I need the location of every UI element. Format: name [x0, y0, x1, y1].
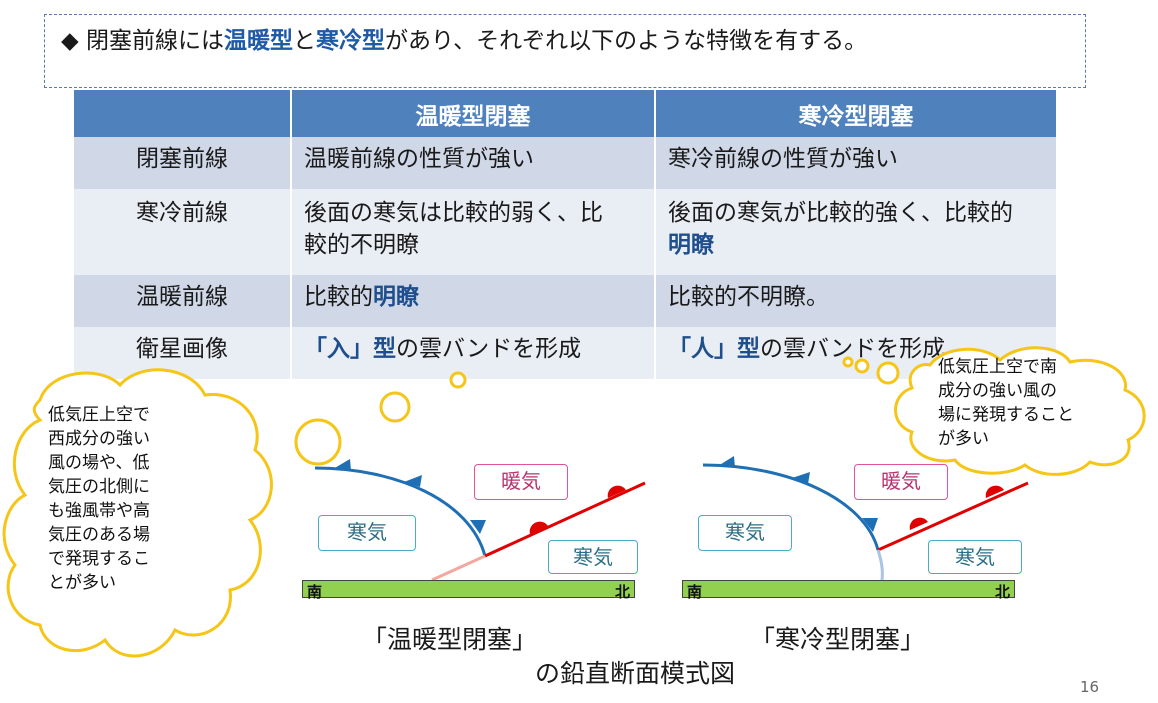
right-cloud-text: 低気圧上空で南 成分の強い風の 場に発現すること が多い	[938, 357, 1074, 449]
page-number: 16	[1080, 678, 1100, 696]
row-label: 温暖前線	[74, 275, 292, 327]
row-label: 寒冷前線	[74, 189, 292, 275]
cell-cold: 比較的不明瞭。	[655, 275, 1058, 327]
north-label: 北	[614, 583, 630, 601]
cold-air-label: 寒気	[318, 515, 416, 551]
keyword-warm: 温暖型	[224, 28, 294, 54]
north-label: 北	[994, 583, 1010, 601]
header-box: ◆ 閉塞前線には温暖型と寒冷型があり、それぞれ以下のような特徴を有する。	[44, 14, 1086, 88]
caption-cold: 「寒冷型閉塞」	[750, 625, 926, 654]
row-label: 衛星画像	[74, 327, 292, 379]
warm-air-label: 暖気	[854, 464, 948, 500]
ground-bar: 南 北	[682, 580, 1015, 601]
cold-air-label: 寒気	[548, 540, 638, 574]
cell-warm: 温暖前線の性質が強い	[291, 137, 656, 189]
comparison-table: 温暖型閉塞 寒冷型閉塞 閉塞前線 温暖前線の性質が強い 寒冷前線の性質が強い 寒…	[74, 90, 1058, 379]
keyword-cold: 寒冷型	[316, 28, 386, 54]
table-row: 衛星画像 「入」型の雲バンドを形成 「人」型の雲バンドを形成	[74, 327, 1058, 379]
table-row: 閉塞前線 温暖前線の性質が強い 寒冷前線の性質が強い	[74, 137, 1058, 189]
cold-air-label: 寒気	[928, 540, 1022, 574]
table-row: 寒冷前線 後面の寒気は比較的弱く、比較的不明瞭 後面の寒気が比較的強く、比較的明…	[74, 189, 1058, 275]
header-warm-occlusion: 温暖型閉塞	[291, 90, 656, 137]
header-cold-occlusion: 寒冷型閉塞	[655, 90, 1058, 137]
left-cloud-text: 低気圧上空で 西成分の強い 風の場や、低 気圧の北側に も強風帯や高 気圧のある…	[48, 405, 150, 593]
caption-warm: 「温暖型閉塞」	[362, 625, 538, 654]
cell-warm: 比較的明瞭	[291, 275, 656, 327]
cold-air-label: 寒気	[698, 515, 792, 551]
table-row: 温暖前線 比較的明瞭 比較的不明瞭。	[74, 275, 1058, 327]
ground-bar: 南 北	[302, 580, 635, 601]
caption-sub: の鉛直断面模式図	[535, 659, 736, 688]
cell-warm: 後面の寒気は比較的弱く、比較的不明瞭	[291, 189, 656, 275]
south-label: 南	[307, 583, 323, 601]
south-label: 南	[687, 583, 703, 601]
row-label: 閉塞前線	[74, 137, 292, 189]
cell-cold: 寒冷前線の性質が強い	[655, 137, 1058, 189]
cell-warm: 「入」型の雲バンドを形成	[291, 327, 656, 379]
cell-cold: 後面の寒気が比較的強く、比較的明瞭	[655, 189, 1058, 275]
bullet-icon: ◆	[61, 28, 79, 54]
header-empty	[74, 90, 292, 137]
table-header-row: 温暖型閉塞 寒冷型閉塞	[74, 90, 1058, 137]
header-text: ◆ 閉塞前線には温暖型と寒冷型があり、それぞれ以下のような特徴を有する。	[61, 28, 868, 54]
warm-air-label: 暖気	[474, 464, 568, 500]
